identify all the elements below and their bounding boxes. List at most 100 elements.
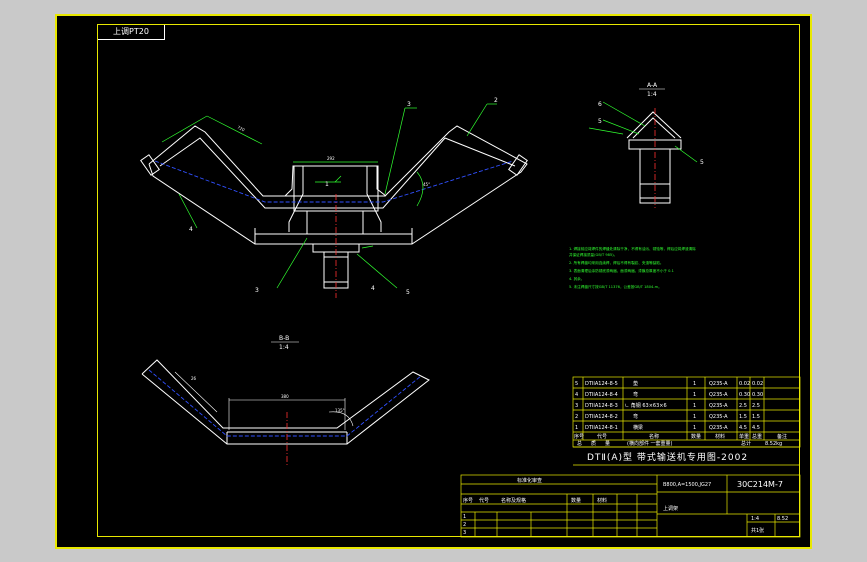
center-plate bbox=[293, 165, 379, 212]
svg-text:0.02: 0.02 bbox=[752, 381, 763, 387]
svg-text:单重: 单重 bbox=[739, 433, 749, 440]
section-callout-5a: 5 bbox=[598, 118, 602, 125]
svg-text:∟ 角钢 63×63×6: ∟ 角钢 63×63×6 bbox=[625, 402, 667, 409]
title-sheets: 共1张 bbox=[751, 527, 764, 534]
parts-rows: 5 DTIIA124-8-5 垫 1 Q235-A 0.02 0.02 4 DT… bbox=[575, 380, 763, 431]
svg-text:横梁: 横梁 bbox=[633, 424, 643, 431]
svg-text:Q235-A: Q235-A bbox=[709, 403, 728, 409]
svg-text:1.5: 1.5 bbox=[752, 414, 760, 420]
callout-2: 2 bbox=[494, 97, 498, 104]
title-spec: B800,A=1500,JG27 bbox=[663, 482, 711, 488]
inner-frame: 上调PT20 bbox=[97, 24, 800, 537]
svg-text:数量: 数量 bbox=[571, 497, 581, 504]
svg-text:代号: 代号 bbox=[597, 433, 607, 440]
svg-text:总重: 总重 bbox=[752, 433, 762, 440]
svg-text:2. 所有焊缝均采用连续焊，焊后不得有裂纹、夹渣等缺陷。: 2. 所有焊缝均采用连续焊，焊后不得有裂纹、夹渣等缺陷。 bbox=[569, 260, 663, 265]
svg-text:1. 焊接前应将焊件的焊缝处清除干净，不得有油污、锈蚀等，焊: 1. 焊接前应将焊件的焊缝处清除干净，不得有油污、锈蚀等，焊后应将焊渣清除 bbox=[569, 246, 696, 251]
svg-text:1: 1 bbox=[693, 381, 696, 387]
svg-text:5. 未注焊缝尺寸按GB/T 11376，公差按GB/T 1: 5. 未注焊缝尺寸按GB/T 11376，公差按GB/T 1804-m。 bbox=[569, 284, 662, 289]
title-block bbox=[460, 474, 801, 538]
dim-side-b: 26 bbox=[191, 376, 197, 381]
parts-header: 序号 代号 名称 数量 材料 单重 总重 备注 bbox=[574, 433, 787, 440]
svg-text:总计: 总计 bbox=[741, 440, 751, 447]
parts-table bbox=[572, 376, 801, 466]
callout-1: 1 bbox=[325, 181, 329, 188]
technical-notes: 1. 焊接前应将焊件的焊缝处清除干净，不得有油污、锈蚀等，焊后应将焊渣清除 并保… bbox=[569, 246, 696, 289]
title-drawing-no: 30C214M-7 bbox=[737, 480, 783, 489]
dim-angle: 45° bbox=[423, 182, 430, 187]
svg-text:(横向部件 一套重量): (横向部件 一套重量) bbox=[627, 440, 673, 447]
svg-text:1: 1 bbox=[693, 425, 696, 431]
right-bracket bbox=[366, 165, 387, 232]
frame-inner bbox=[159, 137, 516, 209]
section-a-a-label: A-A bbox=[647, 82, 658, 89]
svg-text:备注: 备注 bbox=[777, 433, 787, 440]
bottom-centerline bbox=[148, 369, 422, 437]
svg-text:材料: 材料 bbox=[597, 497, 607, 504]
svg-text:4.5: 4.5 bbox=[739, 425, 747, 431]
callout-5: 5 bbox=[406, 289, 410, 296]
svg-text:0.30: 0.30 bbox=[739, 392, 750, 398]
svg-text:Q235-A: Q235-A bbox=[709, 392, 728, 398]
svg-text:4.5: 4.5 bbox=[752, 425, 760, 431]
svg-text:质: 质 bbox=[591, 440, 596, 447]
view-b-b-scale: 1:4 bbox=[279, 344, 289, 351]
section-a-a-scale: 1:4 bbox=[647, 91, 657, 98]
svg-text:1: 1 bbox=[575, 425, 578, 431]
svg-text:0.02: 0.02 bbox=[739, 381, 750, 387]
svg-text:5: 5 bbox=[575, 381, 578, 387]
dim-bottom-angle: 135° bbox=[335, 408, 345, 413]
svg-text:3. 表面清理后涂防锈底漆两遍，面漆两遍，漆膜总厚度不小于: 3. 表面清理后涂防锈底漆两遍，面漆两遍，漆膜总厚度不小于 0.1 bbox=[569, 268, 674, 273]
svg-text:2.5: 2.5 bbox=[752, 403, 760, 409]
svg-text:序号: 序号 bbox=[463, 497, 473, 504]
section-a-a-leaders bbox=[588, 101, 698, 163]
callout-4-left: 4 bbox=[189, 226, 193, 233]
svg-text:2.5: 2.5 bbox=[739, 403, 747, 409]
svg-text:1.5: 1.5 bbox=[739, 414, 747, 420]
svg-text:1: 1 bbox=[693, 414, 696, 420]
svg-text:3: 3 bbox=[463, 530, 466, 536]
svg-text:1: 1 bbox=[463, 514, 466, 520]
drawing-sheet: 上调PT20 bbox=[55, 14, 812, 549]
svg-text:DTIIA124-8-1: DTIIA124-8-1 bbox=[585, 425, 618, 431]
svg-text:总: 总 bbox=[577, 440, 582, 447]
callout-4-bottom: 4 bbox=[371, 285, 375, 292]
svg-text:Q235-A: Q235-A bbox=[709, 425, 728, 431]
front-dim-texts: 292 720 45° bbox=[237, 124, 431, 187]
bottom-dims bbox=[174, 371, 354, 430]
svg-text:弯: 弯 bbox=[633, 391, 638, 398]
svg-text:4. 其余。: 4. 其余。 bbox=[569, 276, 584, 281]
front-dimensions bbox=[161, 103, 497, 289]
revision-title: 标准化审查 bbox=[517, 477, 542, 484]
section-a-a bbox=[626, 111, 682, 204]
dim-side-length: 720 bbox=[237, 124, 246, 132]
dim-top-width: 292 bbox=[327, 156, 335, 161]
front-view-centerlines bbox=[154, 160, 514, 203]
svg-text:数量: 数量 bbox=[691, 433, 701, 440]
section-callout-6: 6 bbox=[598, 101, 602, 108]
svg-text:名称: 名称 bbox=[649, 433, 659, 440]
callout-3-bottom: 3 bbox=[255, 287, 259, 294]
svg-text:1: 1 bbox=[693, 392, 696, 398]
svg-text:并保证焊接质量(GB/T 985)。: 并保证焊接质量(GB/T 985)。 bbox=[569, 252, 617, 257]
svg-text:名称及规格: 名称及规格 bbox=[501, 497, 526, 504]
svg-text:3: 3 bbox=[575, 403, 578, 409]
svg-text:2: 2 bbox=[575, 414, 578, 420]
document-tag: 上调PT20 bbox=[98, 25, 165, 40]
dim-base-width: 380 bbox=[281, 394, 289, 399]
svg-text:垫: 垫 bbox=[633, 380, 638, 387]
section-callout-5b: 5 bbox=[700, 159, 704, 166]
cad-drawing: 292 720 45° 3 2 4 3 4 5 1 bbox=[140, 82, 801, 538]
revision-rows: 序号 代号 名称及规格 数量 材料 1 2 3 bbox=[463, 497, 607, 536]
svg-text:4: 4 bbox=[575, 392, 578, 398]
svg-text:1: 1 bbox=[693, 403, 696, 409]
svg-text:0.30: 0.30 bbox=[752, 392, 763, 398]
svg-text:量: 量 bbox=[605, 440, 610, 447]
svg-text:代号: 代号 bbox=[479, 497, 489, 504]
title-weight: 8.52 bbox=[777, 516, 788, 522]
title-part-name: 上调架 bbox=[663, 505, 678, 512]
svg-text:DTIIA124-8-3: DTIIA124-8-3 bbox=[585, 403, 618, 409]
drawing-title: DTⅡ(A)型 带式输送机专用图-2002 bbox=[587, 451, 748, 463]
svg-text:Q235-A: Q235-A bbox=[709, 414, 728, 420]
title-scale: 1:4 bbox=[751, 516, 759, 522]
